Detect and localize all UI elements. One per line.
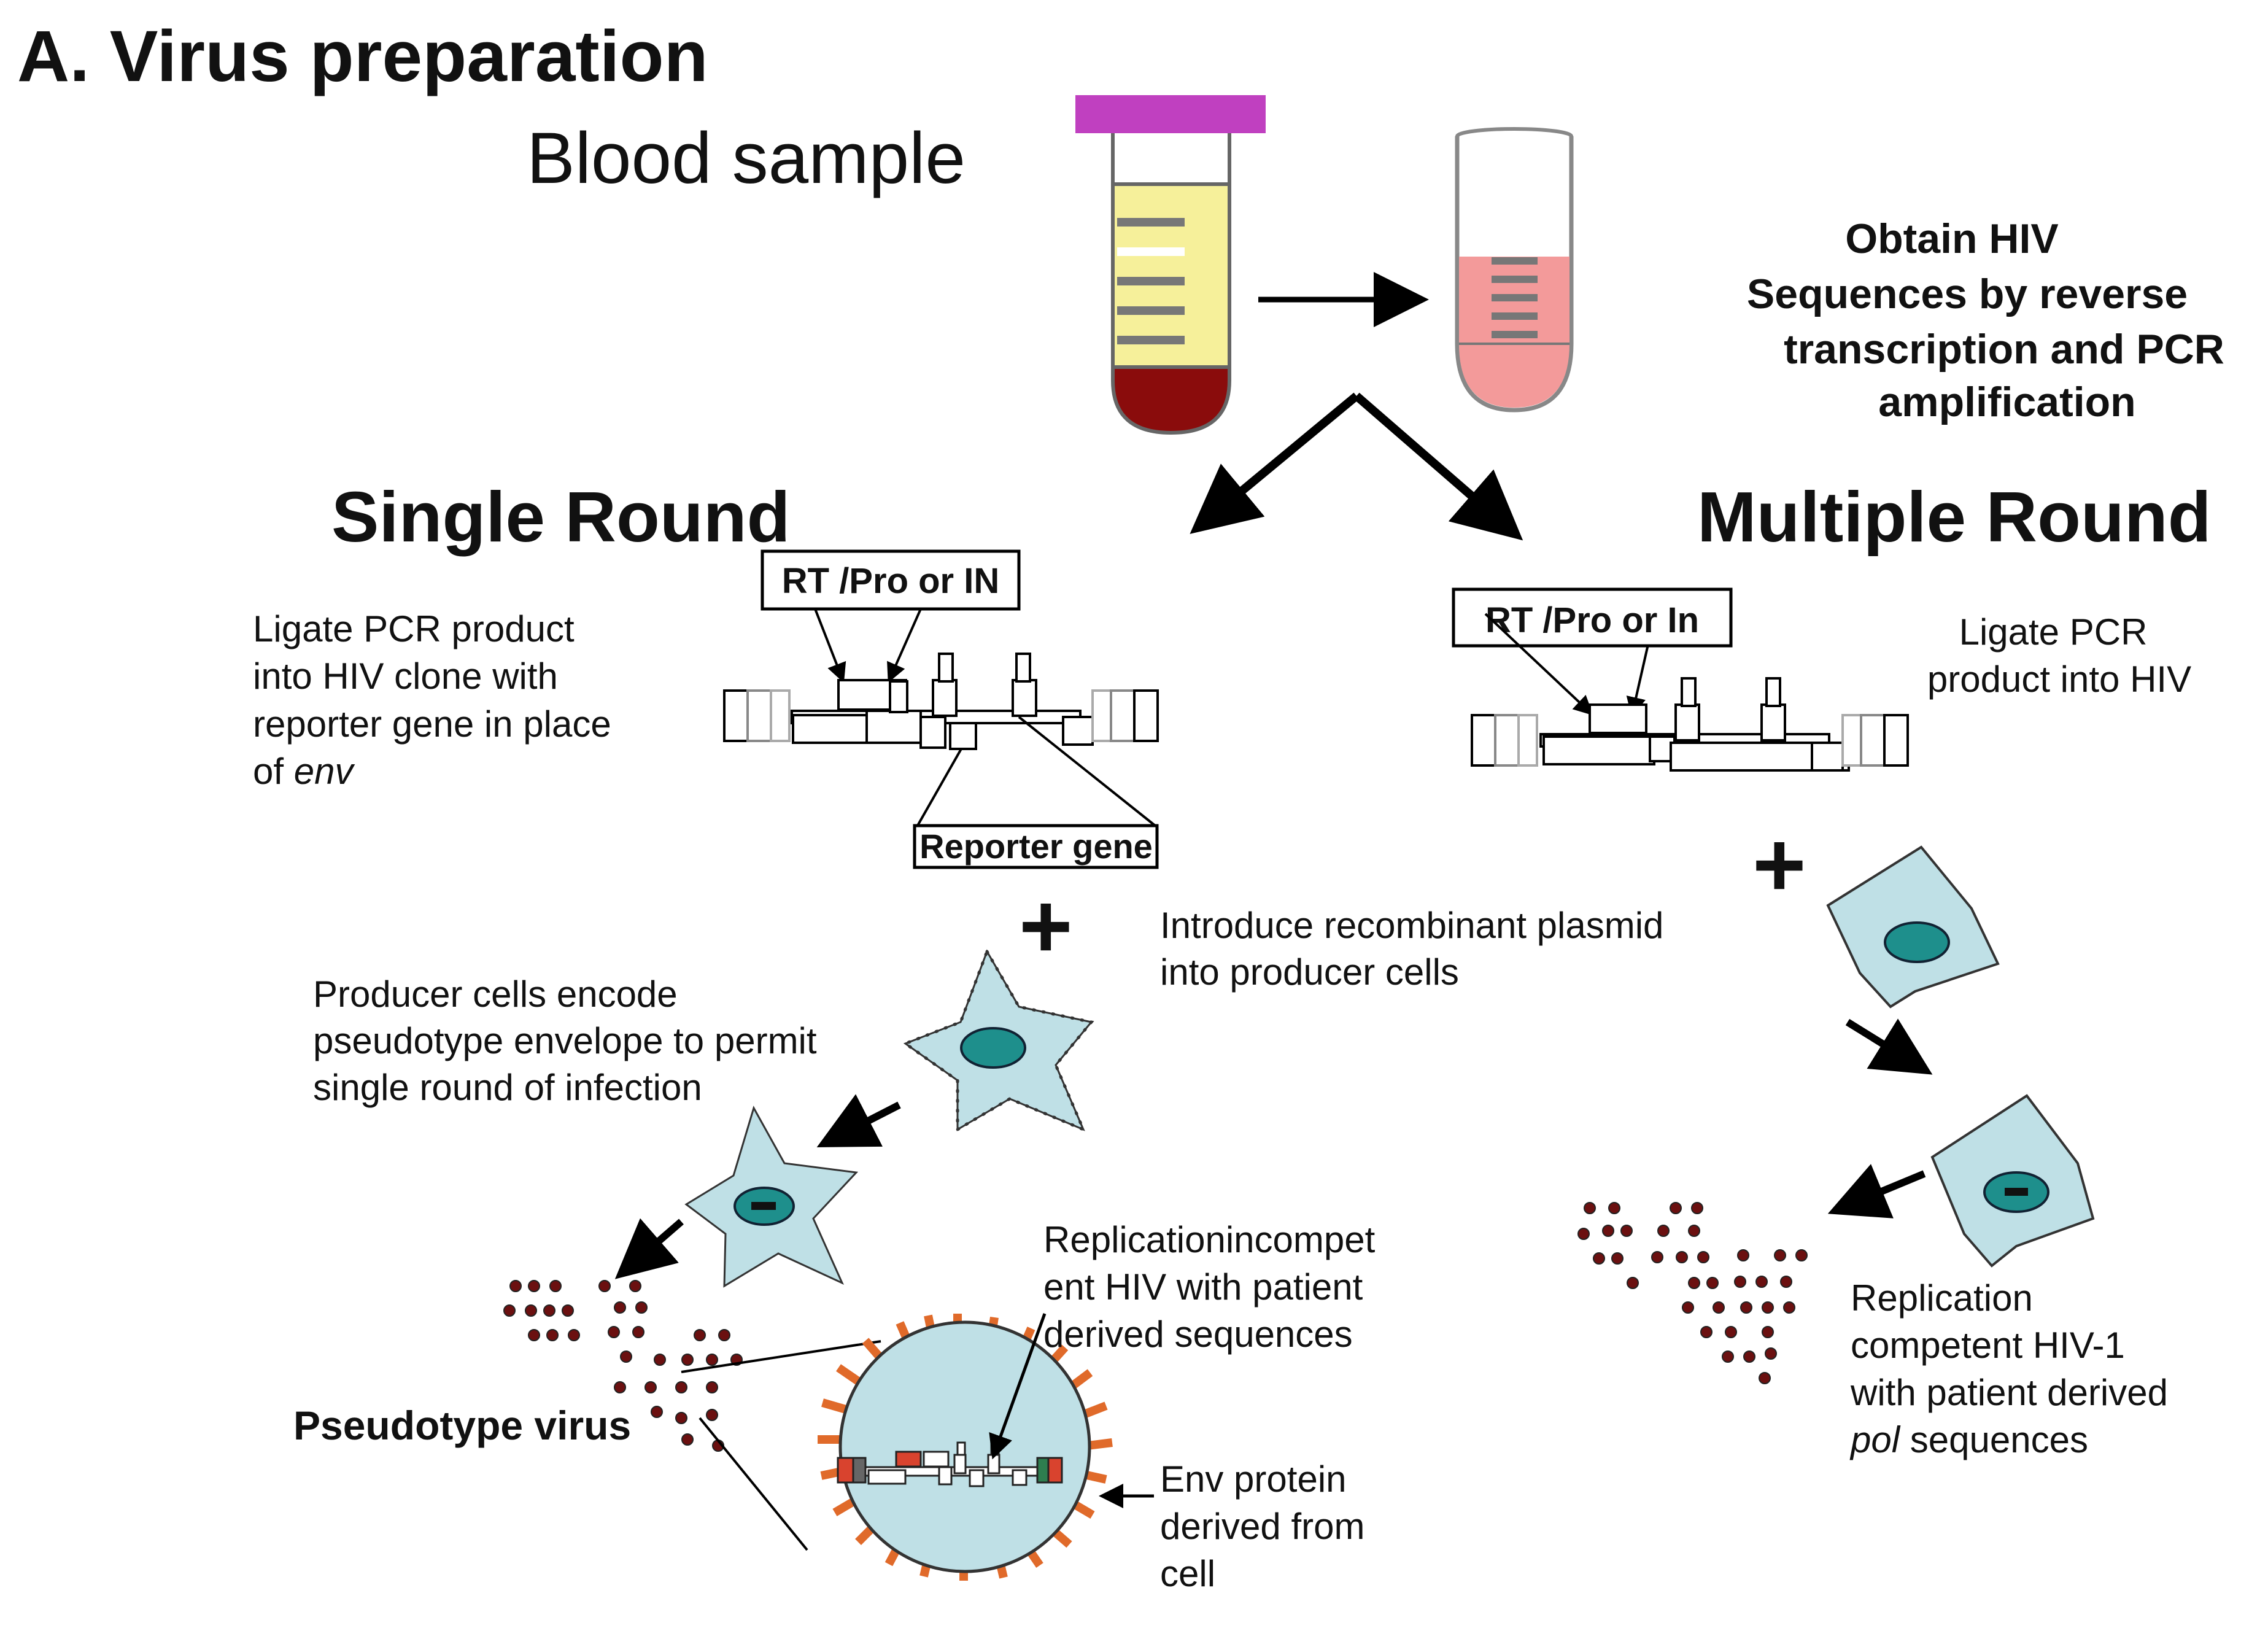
multiple-round-insert-box: RT /Pro or In <box>1452 587 1733 648</box>
pseudotype-virion-dots <box>503 1280 743 1452</box>
infected-cell-multiple-icon <box>1930 1094 2095 1268</box>
introduce-line1: Introduce recombinant plasmid <box>1160 905 1663 946</box>
multiple-round-insert-label: RT /Pro or In <box>1485 600 1699 640</box>
producer-line3: single round of infection <box>313 1067 702 1108</box>
single-round-heading: Single Round <box>331 477 791 557</box>
replication-incompetent-line1: Replicationincompet <box>1043 1219 1376 1260</box>
replication-incompetent-line3: derived sequences <box>1043 1314 1353 1355</box>
infected-cell-icon <box>684 1106 859 1288</box>
nucleus-icon <box>960 1027 1026 1069</box>
nucleus-icon <box>1884 921 1950 963</box>
pseudotype-virion-icon <box>818 1314 1113 1581</box>
pseudotype-virus-label: Pseudotype virus <box>293 1403 631 1448</box>
single-ligate-line4-prefix: of <box>253 751 294 792</box>
obtain-hiv-line4: amplification <box>1878 379 2135 425</box>
diagram-title: A. Virus preparation <box>17 16 708 97</box>
single-ligate-line1: Ligate PCR product <box>253 608 575 649</box>
reporter-gene-box: Reporter gene <box>913 824 1159 869</box>
single-ligate-line4: of env <box>253 751 355 792</box>
plus-sign-multiple: + <box>1752 813 1806 916</box>
competent-virion-dots <box>1577 1202 1808 1384</box>
tube-cap-icon <box>1075 95 1266 133</box>
multiple-ligate-line1: Ligate PCR <box>1959 611 2148 653</box>
branch-arrow-right <box>1353 392 1523 541</box>
single-ligate-env-word: env <box>294 751 355 792</box>
single-round-insert-label: RT /Pro or IN <box>782 561 999 601</box>
single-round-insert-box: RT /Pro or IN <box>761 549 1021 611</box>
env-protein-line1: Env protein <box>1160 1459 1347 1500</box>
multiple-round-heading: Multiple Round <box>1697 477 2212 557</box>
reporter-gene-label: Reporter gene <box>919 827 1153 866</box>
env-protein-line3: cell <box>1160 1553 1215 1594</box>
producer-line1: Producer cells encode <box>313 974 678 1015</box>
competent-line2: competent HIV-1 <box>1851 1325 2125 1366</box>
single-ligate-line3: reporter gene in place <box>253 703 611 745</box>
env-protein-line2: derived from <box>1160 1506 1364 1547</box>
branch-arrow-left <box>1190 392 1360 534</box>
blood-tube-icon <box>1075 95 1266 435</box>
single-ligate-line2: into HIV clone with <box>253 656 558 697</box>
producer-line2: pseudotype envelope to permit <box>313 1020 817 1061</box>
obtain-hiv-line1: Obtain HIV <box>1845 215 2059 262</box>
obtain-hiv-line2: Sequences by reverse <box>1747 271 2188 317</box>
competent-line4-suffix: sequences <box>1900 1419 2088 1460</box>
producer-cell-multiple-icon <box>1826 845 2000 1009</box>
sample-tube-icon <box>1455 127 1574 413</box>
competent-line3: with patient derived <box>1850 1372 2168 1413</box>
branch-arrows <box>1190 392 1523 541</box>
competent-line4: pol sequences <box>1849 1419 2088 1460</box>
producer-cell-icon <box>902 948 1094 1133</box>
multiple-round-plasmid-icon <box>1471 677 1909 772</box>
obtain-hiv-line3: transcription and PCR <box>1784 326 2224 373</box>
replication-incompetent-line2: ent HIV with patient <box>1043 1266 1363 1308</box>
competent-pol-word: pol <box>1849 1419 1901 1460</box>
plus-sign-single: + <box>1019 874 1073 977</box>
introduce-line2: into producer cells <box>1160 951 1459 993</box>
multiple-ligate-line2: product into HIV <box>1927 659 2191 700</box>
competent-line1: Replication <box>1851 1277 2033 1319</box>
blood-sample-label: Blood sample <box>527 118 966 199</box>
single-round-plasmid-icon <box>723 653 1159 750</box>
